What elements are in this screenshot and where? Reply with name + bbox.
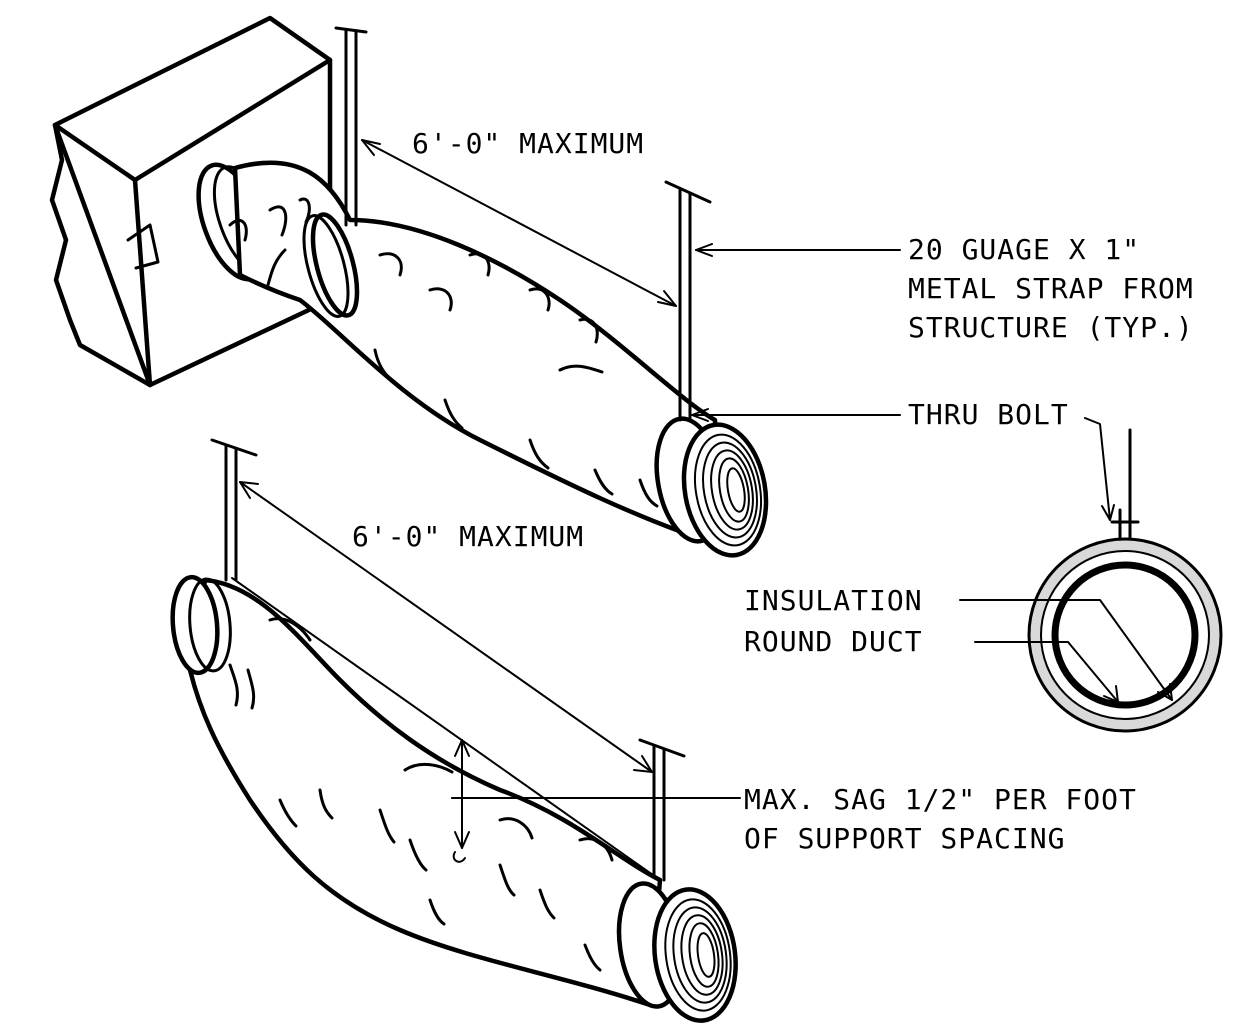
lower-hanger-strap-right bbox=[638, 738, 686, 882]
lower-dimension-line bbox=[239, 481, 653, 773]
strap-label-line1: 20 GUAGE X 1" bbox=[908, 233, 1140, 266]
insulation-label: INSULATION bbox=[744, 584, 923, 617]
upper-dimension-label: 6'-0" MAXIMUM bbox=[412, 127, 644, 160]
lower-dimension-label: 6'-0" MAXIMUM bbox=[352, 520, 584, 553]
upper-flex-duct bbox=[196, 160, 769, 558]
upper-hanger-strap-left bbox=[334, 26, 368, 227]
support-reference-line bbox=[231, 577, 661, 881]
upper-hanger-strap-right bbox=[664, 180, 712, 422]
sag-label-line2: OF SUPPORT SPACING bbox=[744, 822, 1065, 855]
strap-label-line3: STRUCTURE (TYP.) bbox=[908, 311, 1194, 344]
thru-bolt-label: THRU BOLT bbox=[908, 398, 1069, 431]
thru-bolt-leader-right bbox=[1084, 417, 1111, 521]
strap-label-line2: METAL STRAP FROM bbox=[908, 272, 1194, 305]
round-duct-label: ROUND DUCT bbox=[744, 625, 923, 658]
lower-flex-duct bbox=[170, 574, 738, 1023]
duct-section-view bbox=[1027, 428, 1223, 733]
lower-hanger-strap-left bbox=[210, 438, 258, 582]
upper-duct-assembly bbox=[49, 15, 769, 558]
upper-dimension-line bbox=[361, 139, 677, 307]
sag-label-line1: MAX. SAG 1/2" PER FOOT bbox=[744, 783, 1137, 816]
wall-box bbox=[49, 15, 333, 388]
lower-duct-assembly bbox=[170, 438, 738, 1023]
